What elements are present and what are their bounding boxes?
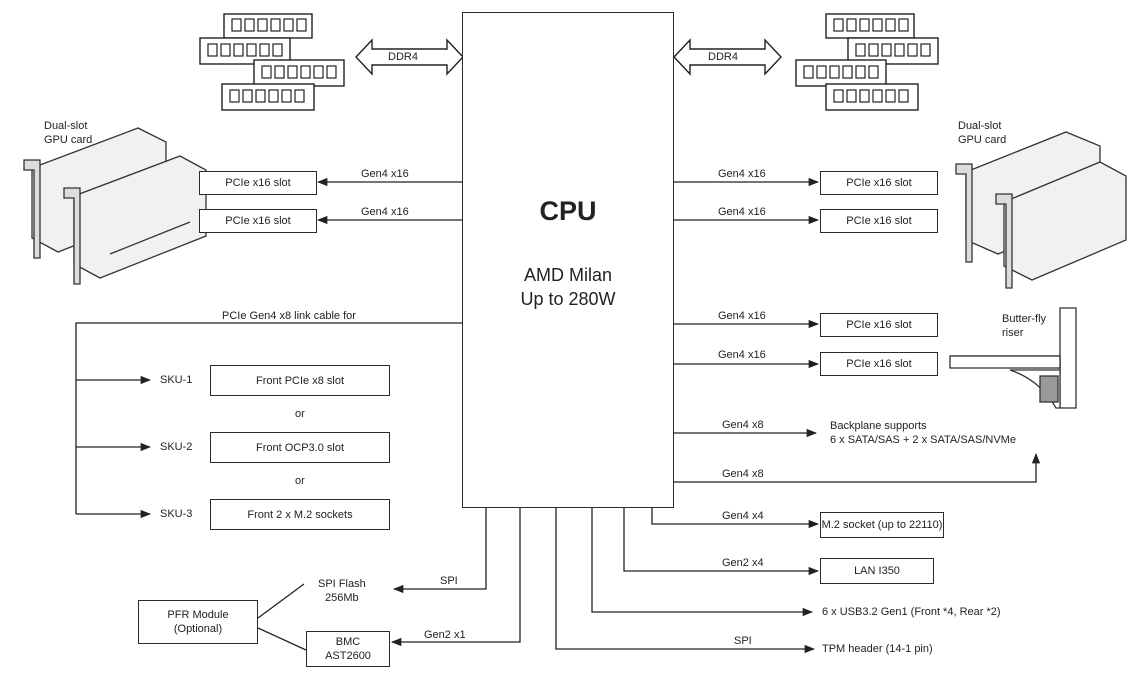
link-label-left-2: Gen4 x16 <box>361 206 409 218</box>
cpu-model: AMD Milan <box>523 265 612 285</box>
tpm-label: TPM header (14-1 pin) <box>822 643 933 655</box>
pcie-slot-right-2: PCIe x16 slot <box>820 209 938 233</box>
cpu-title: CPU <box>539 196 597 226</box>
pcie-slot-right-1: PCIe x16 slot <box>820 171 938 195</box>
ddr4-arrow-right <box>673 38 782 76</box>
usb-label: 6 x USB3.2 Gen1 (Front *4, Rear *2) <box>822 606 1001 618</box>
link-label-right-1: Gen4 x16 <box>718 168 766 180</box>
or-label-1: or <box>295 408 305 420</box>
pcie-slot-right-3: PCIe x16 slot <box>820 313 938 337</box>
sku-1-label: SKU-1 <box>160 374 193 386</box>
front-pcie-slot-box: Front PCIe x8 slot <box>210 365 390 396</box>
ddr4-label-left: DDR4 <box>388 51 418 63</box>
front-ocp-slot-box: Front OCP3.0 slot <box>210 432 390 463</box>
sku-3-label: SKU-3 <box>160 508 193 520</box>
riser-label: Butter-fly riser <box>1002 313 1047 339</box>
bmc-link-label: Gen2 x1 <box>424 629 466 641</box>
or-label-2: or <box>295 475 305 487</box>
front-cable-label: PCIe Gen4 x8 link cable for <box>222 310 356 322</box>
cpu-block: CPU AMD Milan Up to 280W <box>462 12 674 508</box>
dimm-chips-right <box>803 18 931 103</box>
pfr-module-box: PFR Module (Optional) <box>138 600 258 644</box>
pcie-slot-right-4: PCIe x16 slot <box>820 352 938 376</box>
link-label-right-3: Gen4 x16 <box>718 310 766 322</box>
pcie-slot-left-1: PCIe x16 slot <box>199 171 317 195</box>
dimm-chips-left <box>207 18 337 103</box>
backplane-link-label-1: Gen4 x8 <box>722 419 764 431</box>
m2-link-label: Gen4 x4 <box>722 510 764 522</box>
front-m2-sockets-box: Front 2 x M.2 sockets <box>210 499 390 530</box>
backplane-label: Backplane supports 6 x SATA/SAS + 2 x SA… <box>830 420 1016 446</box>
dimm-stack-left <box>199 13 345 111</box>
bmc-box: BMC AST2600 <box>306 631 390 667</box>
gpu-card-right-illustration <box>955 131 1127 289</box>
link-label-right-4: Gen4 x16 <box>718 349 766 361</box>
lan-box: LAN I350 <box>820 558 934 584</box>
backplane-link-label-2: Gen4 x8 <box>722 468 764 480</box>
lan-link-label: Gen2 x4 <box>722 557 764 569</box>
pcie-slot-left-2: PCIe x16 slot <box>199 209 317 233</box>
dimm-stack-right <box>795 13 939 111</box>
gpu-label-left: Dual-slot GPU card <box>44 120 93 146</box>
spi-flash-label: SPI Flash 256Mb <box>318 578 366 604</box>
tpm-link-label: SPI <box>734 635 752 647</box>
m2-socket-box: M.2 socket (up to 22110) <box>820 512 944 538</box>
cpu-power: Up to 280W <box>520 289 616 309</box>
spi-link-label: SPI <box>440 575 458 587</box>
butterfly-riser-illustration <box>949 307 1077 409</box>
sku-2-label: SKU-2 <box>160 441 193 453</box>
link-label-right-2: Gen4 x16 <box>718 206 766 218</box>
gpu-card-left-illustration <box>23 127 207 285</box>
ddr4-label-right: DDR4 <box>708 51 738 63</box>
gpu-label-right: Dual-slot GPU card <box>958 120 1007 146</box>
link-label-left-1: Gen4 x16 <box>361 168 409 180</box>
